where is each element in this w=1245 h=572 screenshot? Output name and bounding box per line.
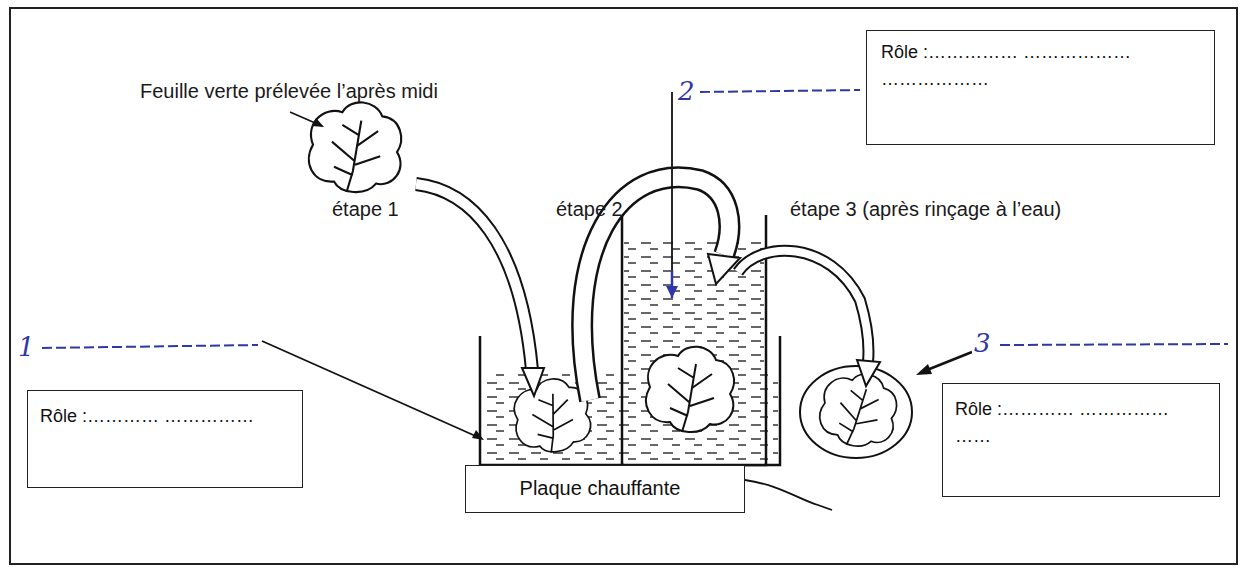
- answer-box: Rôle :………… …………… ……: [942, 383, 1220, 497]
- callout-number: 3: [972, 330, 993, 356]
- answer-box: Rôle :…………… ……………… ………………: [866, 30, 1215, 145]
- step-label: Feuille verte prélevée l’après midi: [140, 80, 438, 103]
- answer-box: Rôle :………… ……………: [27, 390, 303, 488]
- answer-line: Rôle :…………… ……………… ………………: [881, 39, 1200, 93]
- box-title: Plaque chauffante: [466, 474, 734, 502]
- answer-line: Rôle :………… ……………: [40, 403, 290, 430]
- callout-number: 1: [16, 334, 37, 360]
- step-label: étape 3 (après rinçage à l’eau): [790, 198, 1061, 221]
- answer-line: Rôle :………… …………… ……: [955, 396, 1207, 450]
- label-box: Plaque chauffante: [465, 465, 745, 513]
- step-label: étape 2: [556, 198, 623, 221]
- step-label: étape 1: [332, 198, 399, 221]
- callout-number: 2: [676, 78, 697, 104]
